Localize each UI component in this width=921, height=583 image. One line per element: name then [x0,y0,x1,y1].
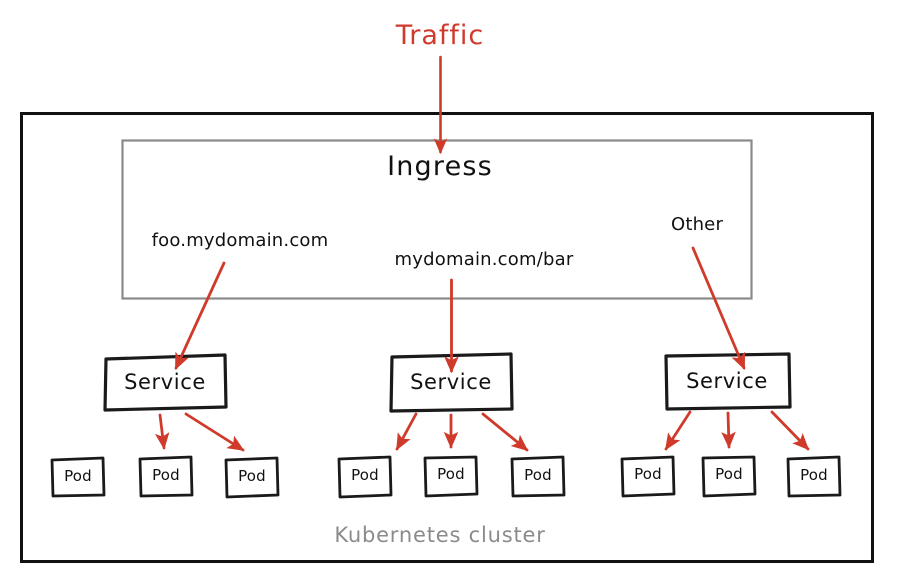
pod-box-1-1 [50,456,106,498]
arrow-service-3-to-pod-3-3 [770,410,810,451]
arrow-service-3-to-pod-3-1 [664,410,692,451]
traffic-label: Traffic [395,20,485,51]
pod-box-3-2 [701,455,757,498]
ingress-box [121,139,753,300]
pod-box-1-3 [224,456,280,499]
pod-label-2-2: Pod [437,465,465,483]
pod-label-2-3: Pod [524,466,552,484]
route-label-other: Other [670,214,724,235]
route-label-foo-mydomain-com: foo.mydomain.com [151,230,329,251]
service-label-2: Service [410,370,492,394]
pod-label-3-1: Pod [634,465,662,483]
arrow-route-1-to-service-1 [174,261,226,371]
service-label-3: Service [686,369,768,393]
arrow-route-3-to-service-3 [691,246,746,371]
pod-box-2-2 [423,455,479,498]
service-label-1: Service [124,370,206,394]
arrow-service-2-to-pod-2-1 [395,412,418,451]
kubernetes-cluster-label: Kubernetes cluster [334,523,546,547]
pod-box-2-3 [510,455,566,498]
pod-box-3-3 [786,455,842,498]
ingress-label: Ingress [387,151,493,182]
arrow-service-3-to-pod-3-2 [721,411,736,449]
pod-label-2-1: Pod [351,466,379,484]
pod-label-1-2: Pod [152,466,180,484]
arrow-service-1-to-pod-1-3 [184,412,245,452]
service-box-2 [389,352,514,413]
arrow-service-1-to-pod-1-2 [154,413,170,450]
pod-label-3-2: Pod [715,465,743,483]
pod-box-1-2 [138,455,194,498]
pod-label-1-3: Pod [238,467,266,485]
pod-box-2-1 [337,455,393,499]
pod-box-3-1 [620,455,676,498]
pod-label-3-3: Pod [800,466,828,484]
pod-label-1-1: Pod [64,467,92,485]
arrow-service-2-to-pod-2-3 [481,412,529,452]
service-box-3 [664,352,792,411]
route-label-mydomain-com-bar: mydomain.com/bar [394,249,574,270]
